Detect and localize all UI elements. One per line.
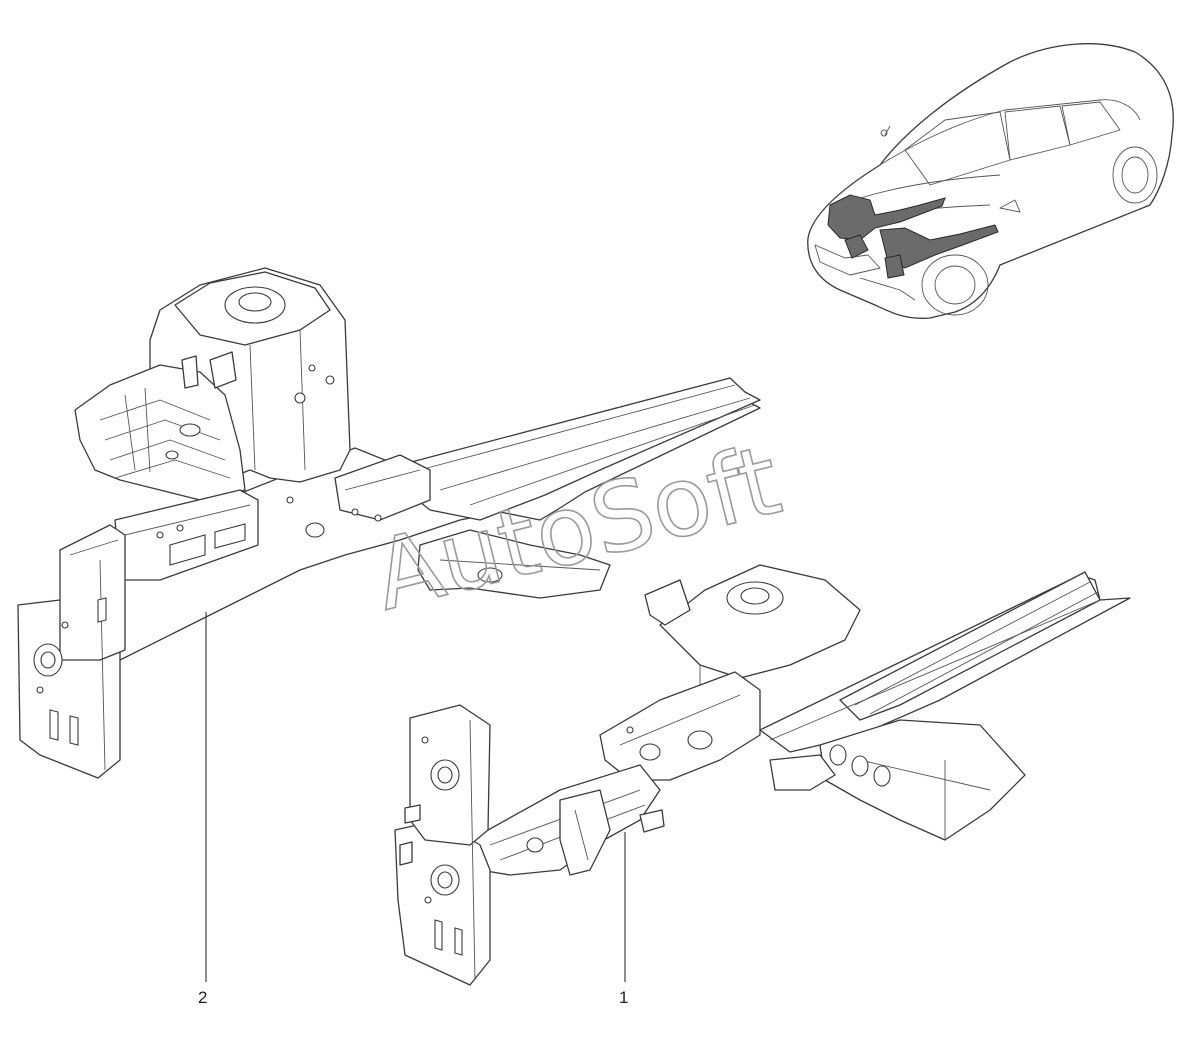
callout-1-label: 1 [619, 988, 628, 1007]
part-2-frame-member [17, 267, 761, 779]
car-location-thumbnail [807, 43, 1174, 319]
callout-1: 1 [619, 832, 628, 1007]
part-1-frame-member [394, 564, 1131, 986]
callout-2-label: 2 [198, 988, 207, 1007]
callout-2: 2 [198, 612, 207, 1007]
